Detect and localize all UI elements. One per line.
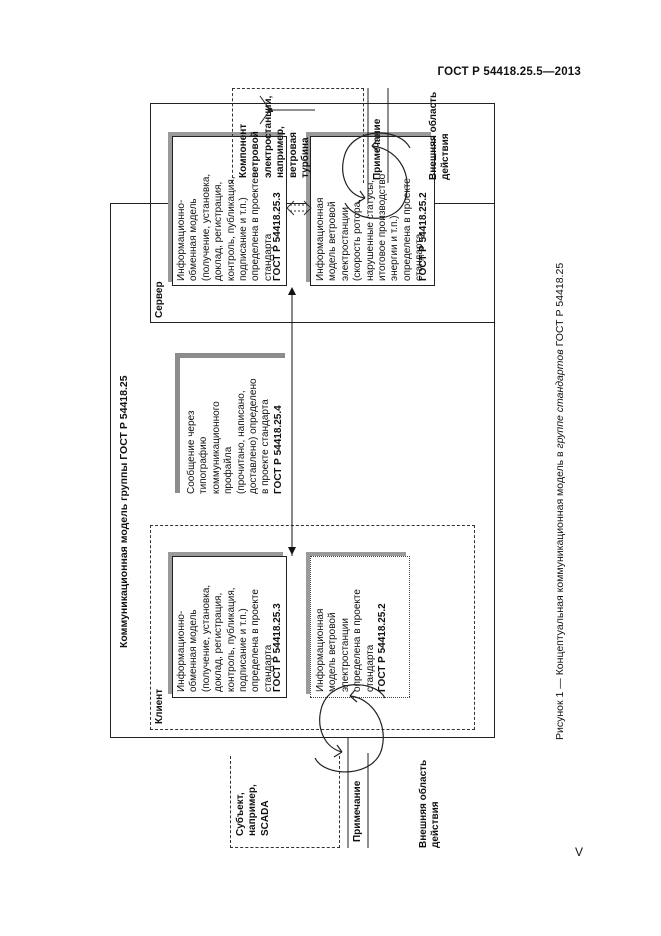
diagram-connectors [259,88,411,848]
left-cycle-arrow [314,684,386,773]
caption-prefix: Рисунок 1 — Концептуальная коммуникацион… [554,451,566,740]
server-internal-link [286,200,312,216]
page-number: V [575,845,584,859]
wind-turbine-icon [259,95,315,125]
caption-suffix: ГОСТ Р 54418.25 [554,262,566,347]
figure-caption: Рисунок 1 — Концептуальная коммуникацион… [554,263,566,740]
communication-model-diagram: Субъект, например, SCADA Примечание Внеш… [110,88,530,848]
document-code: ГОСТ Р 54418.25.5—2013 [437,66,581,78]
caption-italic: группе стандартов [554,349,566,449]
right-cycle-arrow [342,132,411,219]
